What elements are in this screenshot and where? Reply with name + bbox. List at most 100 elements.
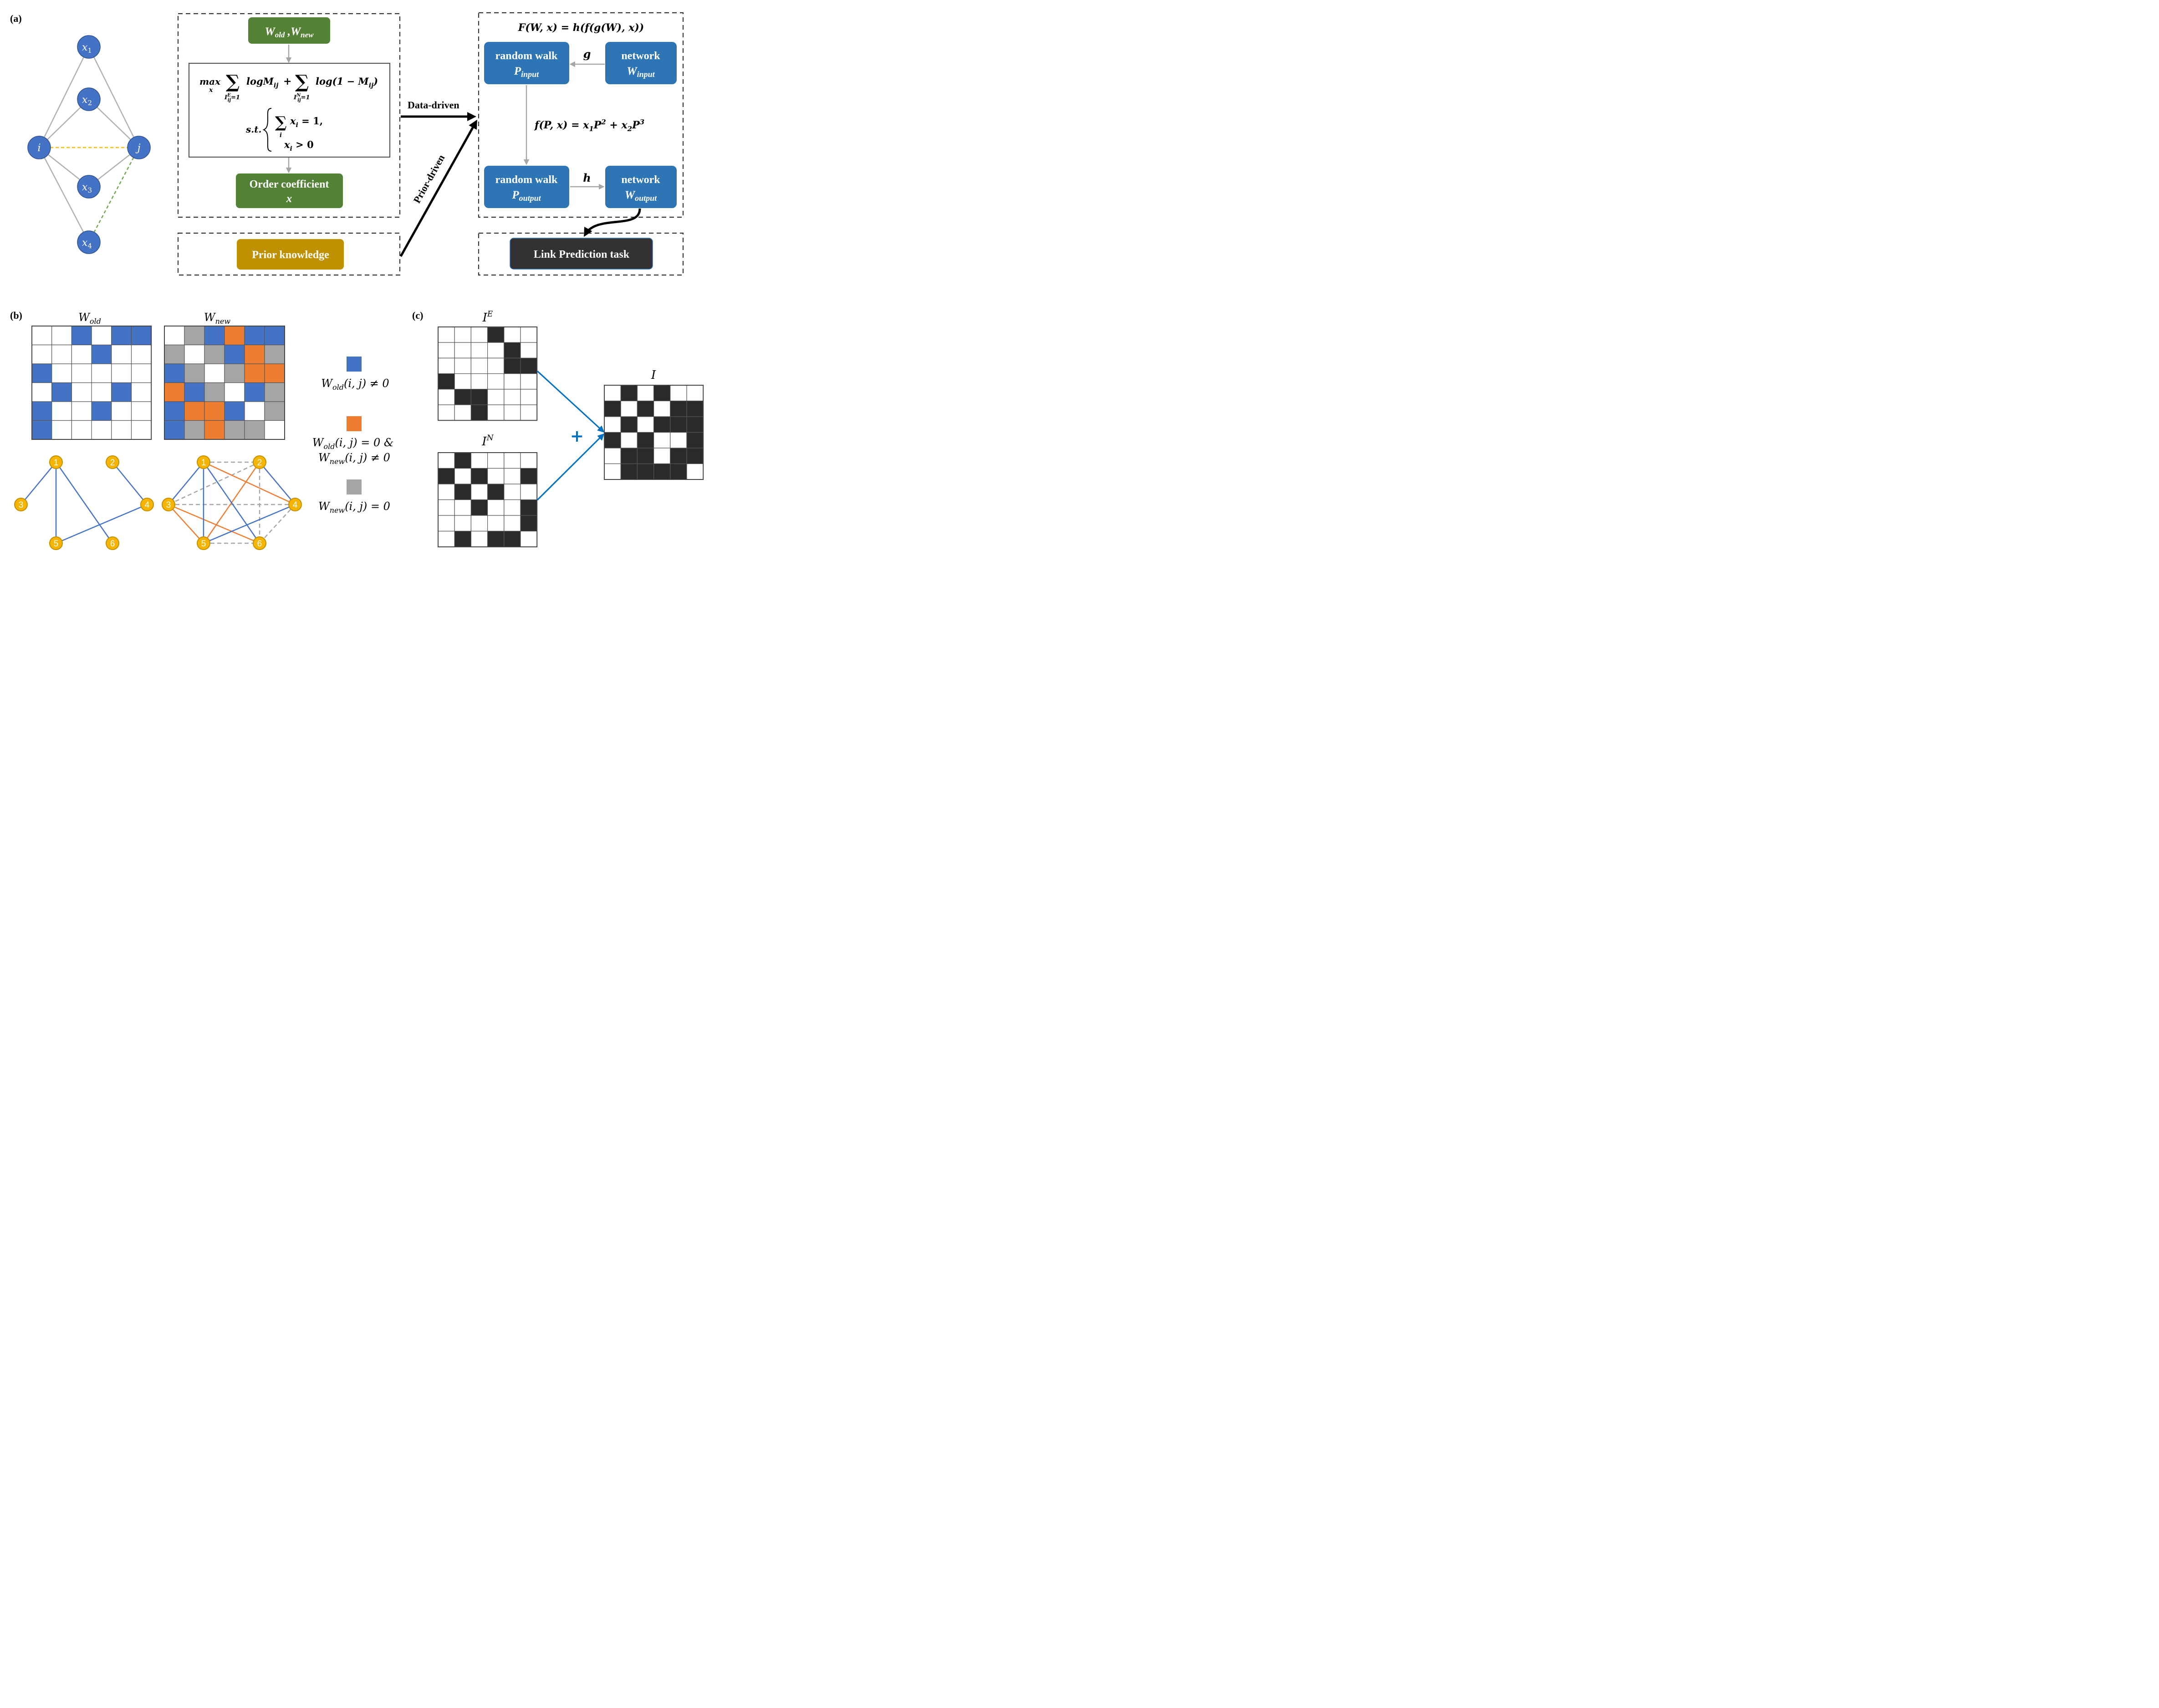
ie-matrix xyxy=(438,326,538,421)
w-new-cell xyxy=(184,363,205,383)
formula-F: F xyxy=(518,22,526,34)
w-new-cell xyxy=(264,420,285,440)
w-new-cell xyxy=(244,420,265,440)
svg-text:Wold ,Wnew: Wold ,Wnew xyxy=(265,25,314,39)
i-title: I xyxy=(651,368,656,382)
w-new-cell xyxy=(204,363,225,383)
in-cell xyxy=(487,484,505,500)
w-new-cell xyxy=(204,344,225,364)
graph-old-node-3 xyxy=(14,498,28,511)
in-border xyxy=(438,452,538,547)
i-cell xyxy=(686,385,704,402)
i-cell xyxy=(670,385,687,402)
rw-input-sub: input xyxy=(521,70,539,79)
w-old-cell xyxy=(111,344,132,364)
graph-new-node-5 xyxy=(197,536,210,550)
i-cell xyxy=(670,400,687,417)
i-cell xyxy=(686,448,704,464)
w-new-title: Wnew xyxy=(204,311,230,326)
i-matrix xyxy=(604,385,704,480)
graph-new-edge xyxy=(168,462,204,505)
in-cell xyxy=(504,468,521,484)
graph-new-edge xyxy=(168,461,260,505)
graph-old-node-1 xyxy=(49,455,63,469)
graph-old-edge xyxy=(55,462,113,544)
objective-sum-2: ∑ xyxy=(295,71,309,92)
formula-h: h xyxy=(573,22,580,34)
w-new-cell xyxy=(204,401,225,421)
i-cell xyxy=(620,416,638,433)
random-walk-input-box: random walk Pinput xyxy=(484,42,569,84)
sum2-sub-ij: ij xyxy=(297,98,301,103)
formula-f: f xyxy=(584,22,591,34)
w-old-cell xyxy=(31,420,52,440)
sum2-sub-sup: N xyxy=(296,93,301,98)
in-title: IN xyxy=(481,433,494,449)
constraint-2-sub: i xyxy=(290,145,292,153)
legend-gray-swatch xyxy=(347,479,362,495)
f-formula-args: (P, x) = xyxy=(539,119,583,131)
w-new-cell xyxy=(184,326,205,346)
constraint-2-var: x xyxy=(284,139,290,150)
w-old-sub: old xyxy=(275,31,285,39)
w-old-cell xyxy=(71,420,92,440)
f-formula-x2: x xyxy=(621,119,628,131)
w-old-cell xyxy=(31,382,52,402)
svg-text:Woutput: Woutput xyxy=(625,189,657,203)
i-cell xyxy=(653,385,671,402)
ie-cell xyxy=(504,342,521,359)
in-cell xyxy=(438,499,455,516)
w-new-cell xyxy=(244,382,265,402)
graph-new-node-label: 3 xyxy=(166,500,171,510)
f-formula: f(P, x) = x1P2 + x2P3 xyxy=(534,118,644,133)
in-cell xyxy=(520,484,537,500)
ie-cell xyxy=(520,389,537,405)
in-cell xyxy=(438,484,455,500)
legend-blue-sub: old xyxy=(332,383,344,392)
legend-gray-rest: (i, j) = 0 xyxy=(345,500,390,513)
svg-text:Poutput: Poutput xyxy=(511,189,541,203)
formula-args: (W, x) = xyxy=(525,22,572,34)
i-cell xyxy=(637,385,654,402)
objective-max-sub: x xyxy=(209,87,213,94)
ie-cell xyxy=(454,373,472,390)
w-old-cell xyxy=(31,363,52,383)
order-coefficient-box: Order coefficient x xyxy=(236,173,343,208)
w-old-cell xyxy=(31,344,52,364)
f-formula-x1: x xyxy=(582,119,589,131)
constraint-st: s.t. xyxy=(245,124,261,135)
w-old-cell xyxy=(91,382,112,402)
in-cell xyxy=(487,515,505,532)
rw-input-sym: P xyxy=(514,65,521,77)
in-matrix xyxy=(438,452,538,547)
network-output-box: network Woutput xyxy=(605,166,677,208)
graph-old-node-label: 5 xyxy=(54,539,59,549)
w-old-cell xyxy=(71,344,92,364)
ie-cell xyxy=(438,326,455,343)
graph-a-edge xyxy=(88,46,140,148)
in-title-sym: I xyxy=(481,435,487,449)
i-cell xyxy=(653,432,671,449)
ie-cell xyxy=(454,342,472,359)
in-cell xyxy=(454,499,472,516)
w-new-cell xyxy=(244,344,265,364)
w-new-cell xyxy=(184,382,205,402)
in-cell xyxy=(520,468,537,484)
ie-cell xyxy=(454,404,472,421)
ie-cell xyxy=(438,373,455,390)
i-cell xyxy=(637,432,654,449)
rw-output-sym: P xyxy=(511,189,519,201)
constraint-1-sub: i xyxy=(296,122,298,129)
svg-text:xi > 0: xi > 0 xyxy=(284,139,314,153)
ie-cell xyxy=(520,373,537,390)
sum1-sub-I: I xyxy=(224,94,228,101)
ie-cell xyxy=(487,404,505,421)
w-new-cell xyxy=(164,363,185,383)
in-cell xyxy=(504,530,521,547)
order-box-line2: x xyxy=(286,193,292,205)
w-new-cell xyxy=(204,420,225,440)
ie-cell xyxy=(487,373,505,390)
